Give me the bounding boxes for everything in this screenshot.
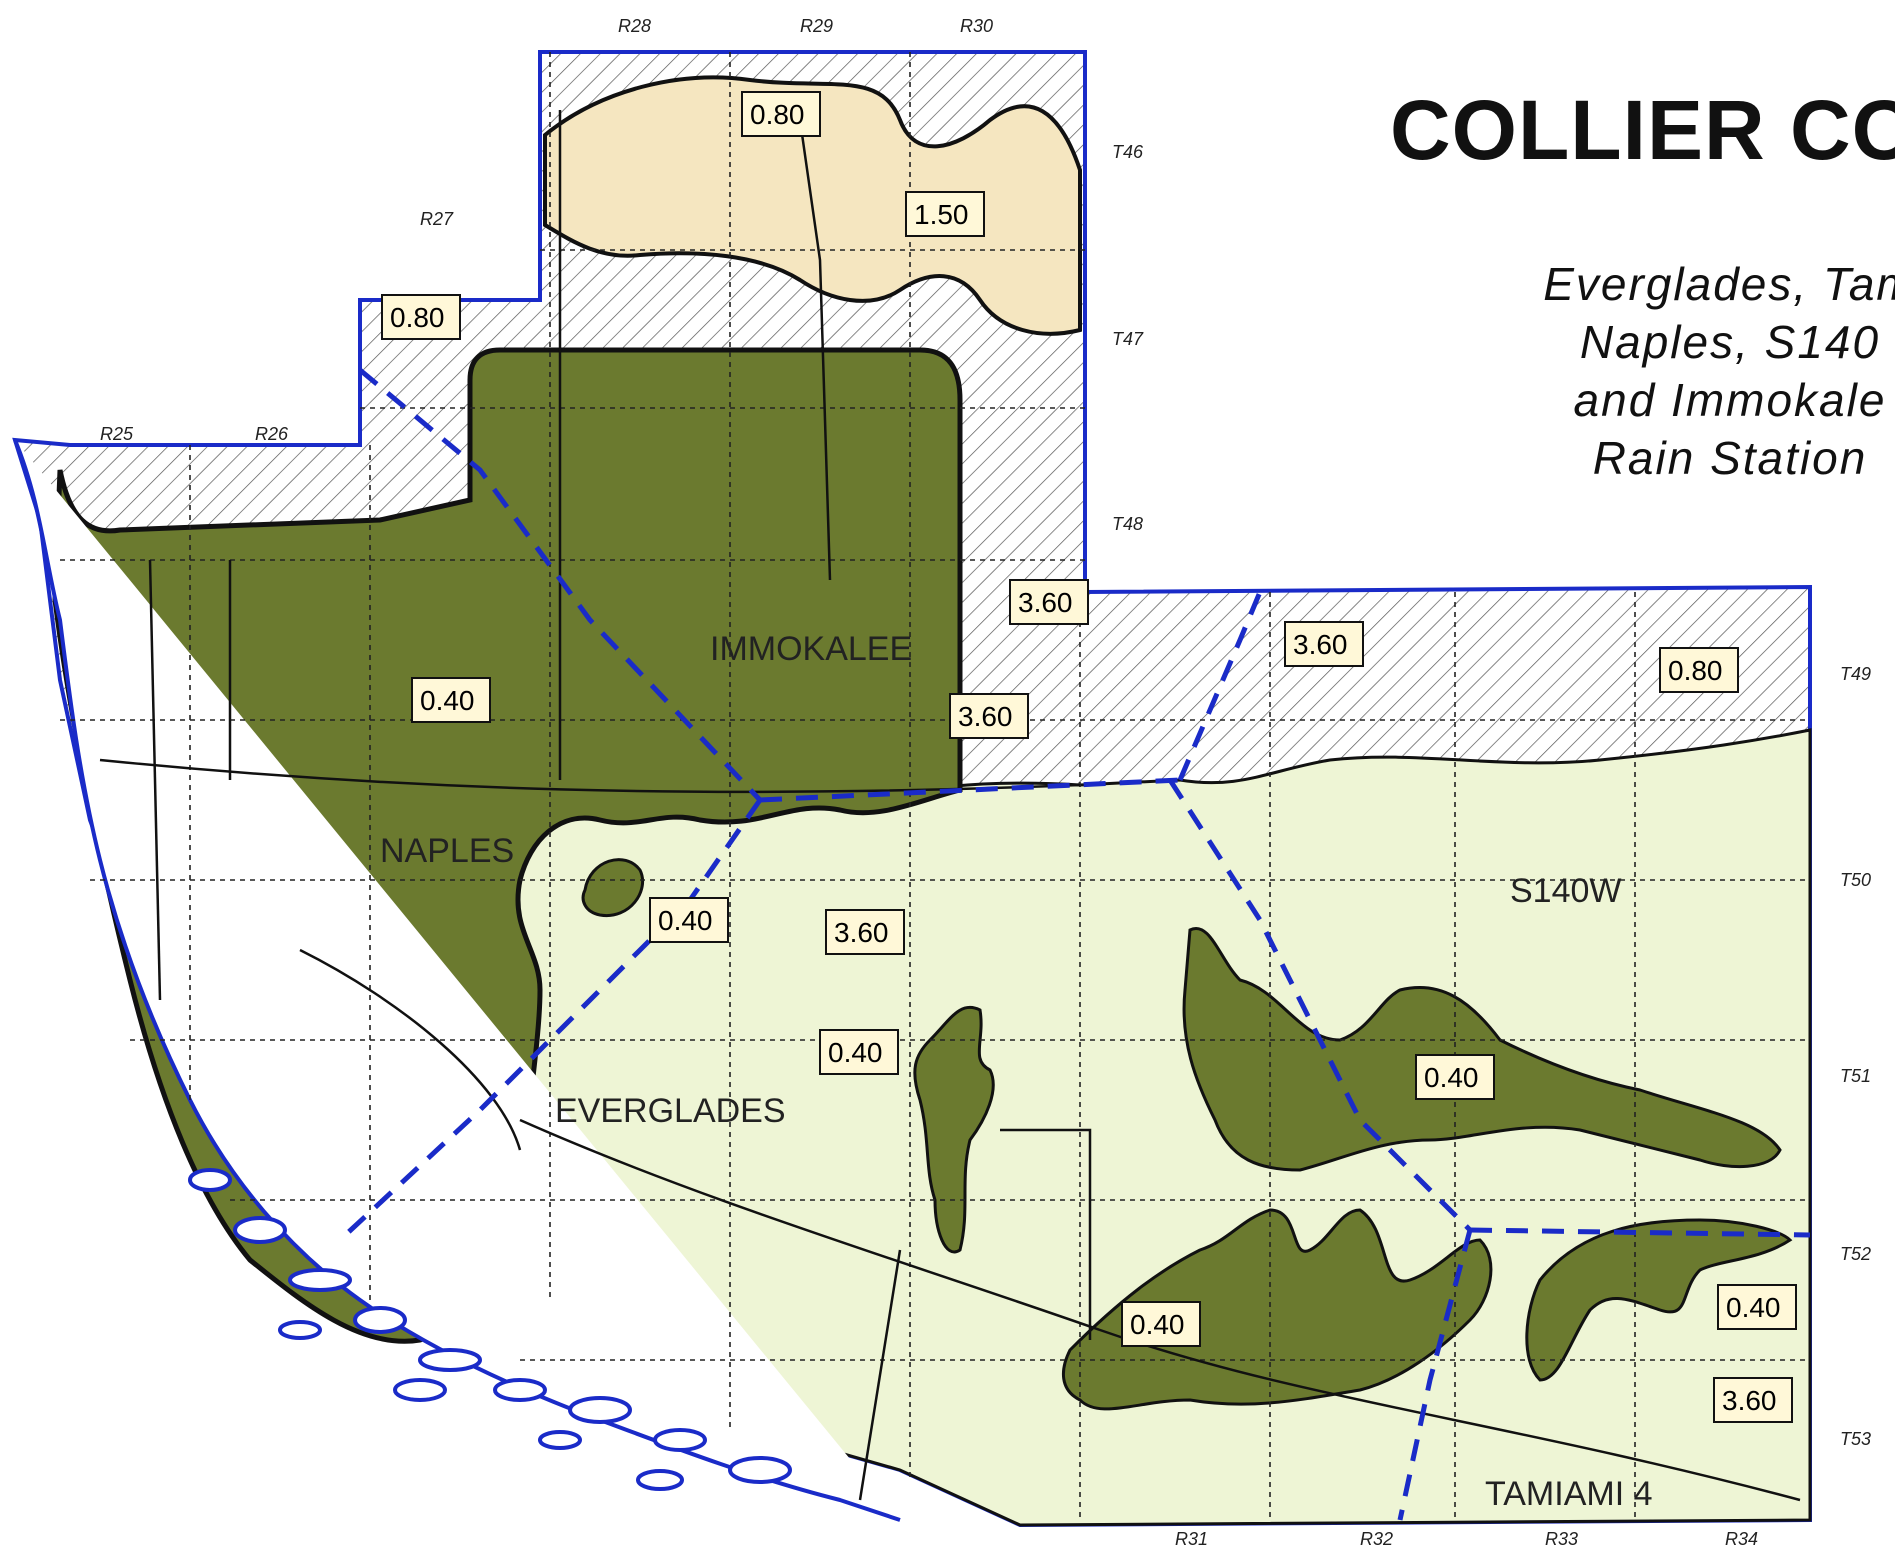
value-label: 0.80 [381,294,461,340]
value-label: 3.60 [825,909,905,955]
coastline [13,439,901,1522]
rain-station-boundaries [338,368,1811,1521]
value-label: 3.60 [1713,1377,1793,1423]
subtitle-line-3: and Immokale [1573,374,1887,426]
township-label-t53: T53 [1840,1429,1871,1449]
map-title: COLLIER CO [1390,83,1895,177]
township-grid [60,52,1810,1520]
region-immokalee: IMMOKALEE [710,630,912,668]
svg-text:0.40: 0.40 [1130,1309,1185,1340]
range-label-r25: R25 [100,424,134,444]
township-label-t48: T48 [1112,514,1143,534]
region-naples: NAPLES [380,832,514,870]
range-label-r32: R32 [1360,1529,1393,1549]
township-label-t46: T46 [1112,142,1144,162]
value-labels: 0.80 1.50 0.80 3.60 0.40 3.60 3.60 0.80 … [381,91,1797,1423]
region-everglades: EVERGLADES [555,1092,786,1130]
value-label: 0.40 [819,1029,899,1075]
svg-text:0.40: 0.40 [1424,1062,1479,1093]
svg-text:0.80: 0.80 [750,99,805,130]
township-label-t51: T51 [1840,1066,1871,1086]
roads [99,110,1801,1502]
range-label-r34: R34 [1725,1529,1758,1549]
value-label: 3.60 [949,693,1029,739]
value-label: 0.40 [649,897,729,943]
subtitle-line-1: Everglades, Tam [1543,258,1895,310]
range-label-r27: R27 [420,209,454,229]
value-label: 0.40 [411,677,491,723]
svg-text:3.60: 3.60 [834,917,889,948]
dark-green-blob-2 [913,1005,995,1254]
svg-text:0.40: 0.40 [1726,1292,1781,1323]
svg-text:0.80: 0.80 [390,302,445,333]
range-label-r33: R33 [1545,1529,1578,1549]
value-label: 3.60 [1009,579,1089,625]
value-label: 0.40 [1415,1054,1495,1100]
range-label-r26: R26 [255,424,289,444]
value-label: 3.60 [1284,621,1364,667]
township-label-t49: T49 [1840,664,1871,684]
range-label-r29: R29 [800,16,833,36]
range-label-r30: R30 [960,16,993,36]
svg-text:3.60: 3.60 [1293,629,1348,660]
svg-text:0.40: 0.40 [420,685,475,716]
region-s140w: S140W [1510,872,1622,910]
subtitle-line-2: Naples, S140 [1579,316,1881,368]
value-label: 1.50 [905,191,985,237]
subtitle-line-4: Rain Station [1592,432,1868,484]
township-label-t47: T47 [1112,329,1144,349]
range-label-r31: R31 [1175,1529,1208,1549]
township-label-t50: T50 [1840,870,1871,890]
svg-text:0.80: 0.80 [1668,655,1723,686]
svg-text:3.60: 3.60 [1722,1385,1777,1416]
dark-green-blob-1 [581,858,645,917]
value-label: 0.40 [1717,1284,1797,1330]
svg-text:0.40: 0.40 [658,905,713,936]
svg-text:3.60: 3.60 [958,701,1013,732]
dark-green-blob-se [1525,1218,1793,1382]
value-label: 0.80 [741,91,821,137]
dark-green-blob-tamiami [1061,1208,1493,1411]
value-label: 0.40 [1121,1301,1201,1347]
svg-text:1.50: 1.50 [914,199,969,230]
region-tamiami: TAMIAMI 4 [1485,1475,1653,1513]
township-label-t52: T52 [1840,1244,1871,1264]
svg-text:0.40: 0.40 [828,1037,883,1068]
svg-text:3.60: 3.60 [1018,587,1073,618]
range-label-r28: R28 [618,16,651,36]
value-label: 0.80 [1659,647,1739,693]
map-subtitle: Everglades, Tam Naples, S140 and Immokal… [1470,255,1895,487]
dark-green-blob-s140w [1182,926,1782,1172]
